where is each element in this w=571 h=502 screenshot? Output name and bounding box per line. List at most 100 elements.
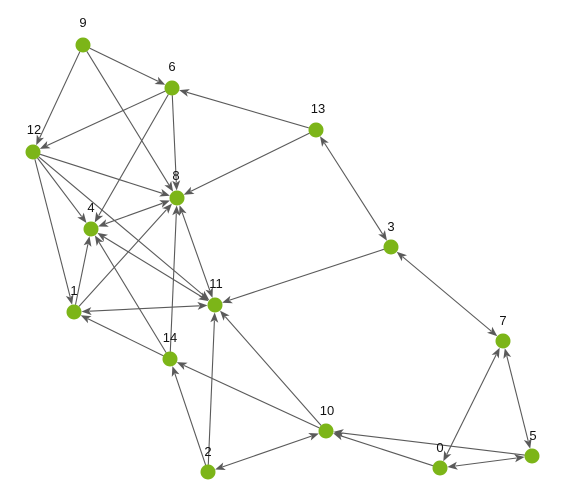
edge-line — [181, 212, 211, 291]
node-label-8: 8 — [172, 168, 179, 183]
arrowhead-to-4 — [98, 219, 109, 227]
edge-line — [229, 248, 385, 301]
node-13[interactable] — [308, 122, 324, 138]
edge-line — [39, 51, 81, 139]
arrowhead-to-4 — [97, 232, 108, 242]
edge-line — [224, 316, 322, 426]
edge-0-7 — [443, 347, 500, 462]
edge-line — [89, 47, 159, 82]
node-10[interactable] — [318, 423, 334, 439]
edge-12-11 — [38, 156, 210, 301]
edge-1-11 — [81, 301, 208, 316]
edge-line — [222, 435, 312, 468]
node-8[interactable] — [169, 190, 185, 206]
node-3[interactable] — [383, 239, 399, 255]
node-label-5: 5 — [529, 428, 536, 443]
arrowhead-to-8 — [159, 200, 170, 208]
arrowhead-to-7 — [487, 326, 498, 337]
edge-12-1 — [34, 159, 74, 305]
edge-line — [207, 320, 215, 465]
node-label-3: 3 — [387, 219, 394, 234]
edge-0-5 — [447, 454, 525, 470]
edge-line — [105, 202, 163, 225]
edge-9-6 — [89, 47, 166, 85]
edge-6-8 — [171, 95, 181, 191]
edge-line — [455, 457, 517, 467]
edge-line — [46, 90, 166, 146]
edge-3-11 — [222, 248, 385, 304]
edge-8-4 — [98, 200, 170, 227]
edge-13-8 — [183, 132, 310, 195]
node-label-7: 7 — [499, 313, 506, 328]
edge-line — [183, 365, 320, 429]
node-layer — [25, 37, 540, 480]
arrowhead-to-13 — [320, 136, 329, 147]
arrowhead-to-8 — [164, 181, 174, 192]
arrowhead-to-7 — [503, 348, 512, 359]
node-label-12: 12 — [27, 122, 41, 137]
edge-line — [171, 95, 177, 183]
node-7[interactable] — [495, 333, 511, 349]
arrowhead-to-5 — [514, 454, 525, 463]
node-label-6: 6 — [168, 59, 175, 74]
edge-line — [87, 318, 164, 357]
edge-line — [506, 355, 529, 442]
edge-line — [446, 354, 497, 455]
node-label-14: 14 — [163, 330, 177, 345]
edge-13-3 — [320, 136, 387, 241]
node-label-13: 13 — [311, 101, 325, 116]
arrowhead-to-4 — [94, 211, 104, 223]
arrowhead-to-11 — [220, 310, 230, 321]
arrowhead-to-8 — [172, 205, 181, 216]
edge-5-10 — [333, 429, 525, 456]
arrowhead-to-12 — [39, 141, 51, 149]
node-12[interactable] — [25, 144, 41, 160]
node-6[interactable] — [164, 80, 180, 96]
arrowhead-to-4 — [94, 235, 104, 246]
arrowhead-to-5 — [523, 438, 532, 449]
arrowhead-to-3 — [378, 230, 387, 241]
node-4[interactable] — [83, 221, 99, 237]
node-9[interactable] — [75, 37, 91, 53]
arrowhead-to-1 — [65, 294, 74, 305]
edge-2-14 — [171, 366, 207, 466]
edge-line — [98, 94, 169, 216]
edge-1-4 — [74, 236, 92, 305]
arrowhead-to-11 — [197, 301, 208, 310]
edge-13-6 — [179, 89, 309, 129]
arrowhead-to-8 — [162, 203, 172, 214]
node-5[interactable] — [524, 448, 540, 464]
edge-12-8 — [39, 153, 170, 197]
node-label-0: 0 — [436, 440, 443, 455]
edge-line — [341, 432, 525, 456]
edge-12-4 — [37, 157, 87, 223]
edge-9-12 — [36, 51, 81, 146]
edge-line — [39, 153, 163, 194]
arrowhead-to-0 — [443, 450, 452, 462]
arrowhead-to-4 — [83, 236, 92, 247]
node-0[interactable] — [432, 460, 448, 476]
arrowhead-to-8 — [179, 205, 187, 216]
node-14[interactable] — [162, 351, 178, 367]
edge-line — [169, 213, 177, 352]
arrowhead-to-8 — [183, 186, 195, 195]
node-label-1: 1 — [70, 283, 77, 298]
node-2[interactable] — [200, 464, 216, 480]
edge-6-4 — [94, 94, 169, 223]
node-11[interactable] — [207, 297, 223, 313]
arrowhead-to-3 — [396, 251, 407, 262]
node-label-2: 2 — [204, 444, 211, 459]
node-1[interactable] — [66, 304, 82, 320]
edge-4-11 — [97, 232, 209, 302]
edge-8-11 — [179, 205, 213, 298]
arrowhead-to-11 — [205, 287, 213, 298]
arrowhead-to-6 — [154, 76, 166, 85]
edge-line — [190, 132, 310, 192]
edge-9-8 — [86, 51, 174, 192]
arrowhead-to-8 — [172, 180, 181, 191]
edge-14-4 — [94, 235, 167, 353]
node-label-9: 9 — [79, 15, 86, 30]
arrowhead-to-10 — [308, 433, 319, 441]
node-label-11: 11 — [209, 276, 223, 291]
